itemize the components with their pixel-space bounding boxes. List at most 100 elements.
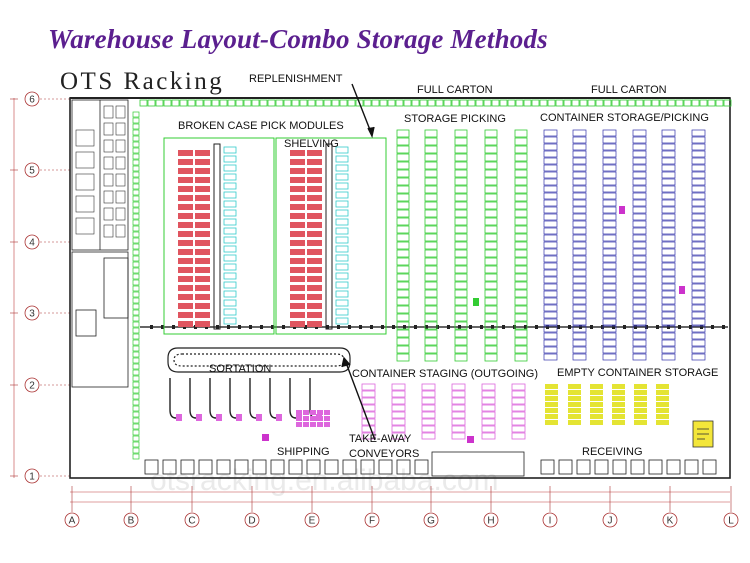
full-carton-bay: [484, 257, 498, 266]
empty-container-bay: [656, 396, 669, 401]
staging-bay: [391, 418, 406, 426]
sort-chute: [229, 378, 237, 419]
pick-shelf: [307, 177, 322, 183]
full-carton-bay: [514, 249, 528, 258]
conveyor-roller: [491, 325, 494, 329]
left-wall-rack: [132, 111, 140, 460]
full-carton-bay: [514, 129, 528, 138]
container-bay: [691, 269, 706, 277]
conveyor-roller: [469, 325, 472, 329]
conveyor-roller: [359, 325, 362, 329]
conveyor-segment: [523, 99, 532, 107]
pick-shelf: [290, 321, 305, 327]
full-carton-bay: [514, 281, 528, 290]
pick-shelf: [178, 150, 193, 156]
container-bay: [602, 143, 617, 151]
container-bay: [602, 346, 617, 354]
dimension-lines: [13, 98, 730, 503]
rack-bay: [132, 369, 140, 376]
container-bay: [661, 346, 676, 354]
container-bay: [602, 283, 617, 291]
conveyor-roller: [623, 325, 626, 329]
conveyor-roller: [304, 325, 307, 329]
rack-bay: [132, 447, 140, 454]
shelving-unit: [223, 245, 237, 253]
staging-bay: [421, 397, 436, 405]
full-carton-bay: [484, 313, 498, 322]
staging-bay: [451, 383, 466, 391]
pick-shelf: [195, 258, 210, 264]
full-carton-bay: [484, 185, 498, 194]
pick-shelf: [178, 240, 193, 246]
container-bay: [661, 213, 676, 221]
container-bay: [691, 283, 706, 291]
rack-bay: [132, 249, 140, 256]
rack-bay: [132, 177, 140, 184]
pick-shelf: [307, 276, 322, 282]
full-carton-bay: [484, 161, 498, 170]
pick-shelf: [307, 213, 322, 219]
conveyor-segment: [139, 99, 148, 107]
rack-bay: [132, 165, 140, 172]
full-carton-bay: [484, 249, 498, 258]
full-carton-bay: [484, 337, 498, 346]
dock-door: [306, 459, 321, 475]
conveyor-roller: [458, 325, 461, 329]
rack-bay: [132, 123, 140, 130]
conveyor-segment: [307, 99, 316, 107]
pick-shelf: [195, 213, 210, 219]
office-desks: [75, 105, 126, 238]
container-bay: [632, 143, 647, 151]
pick-shelf: [178, 312, 193, 318]
pick-shelf: [307, 231, 322, 237]
shipping-cart: [296, 410, 302, 415]
conveyor-segment: [347, 99, 356, 107]
full-carton-bay: [454, 145, 468, 154]
container-bay: [602, 304, 617, 312]
shelving-unit: [223, 164, 237, 172]
shelving-unit: [335, 308, 349, 316]
conveyor-roller: [403, 325, 406, 329]
container-bay: [602, 171, 617, 179]
column-bubble-label: J: [608, 516, 613, 527]
full-carton-bay: [514, 241, 528, 250]
conveyor-segment: [171, 99, 180, 107]
rack-bay: [132, 273, 140, 280]
conveyor-segment: [563, 99, 572, 107]
full-carton-bay: [454, 177, 468, 186]
receiving-label: RECEIVING: [582, 446, 643, 458]
container-bay: [543, 185, 558, 193]
rack-bay: [132, 381, 140, 388]
container-bay: [543, 297, 558, 305]
staging-bay: [451, 418, 466, 426]
full-carton-bay: [424, 137, 438, 146]
empty-container-bay: [590, 390, 603, 395]
shelving-unit: [335, 290, 349, 298]
pick-shelf: [290, 168, 305, 174]
dock-door: [198, 459, 213, 475]
container-bay: [661, 171, 676, 179]
full-carton-bay: [454, 225, 468, 234]
empty-container-bay: [590, 396, 603, 401]
conveyor-segment: [603, 99, 612, 107]
conveyor-segment: [675, 99, 684, 107]
conveyor-roller: [568, 325, 571, 329]
container-bay: [691, 185, 706, 193]
shelving-unit: [223, 182, 237, 190]
dock-office: [431, 451, 525, 477]
sort-tote: [196, 414, 202, 421]
staging-bay: [421, 404, 436, 412]
column-dimension-ticks: [71, 486, 732, 512]
container-bay: [632, 353, 647, 361]
empty-container-label: EMPTY CONTAINER STORAGE: [557, 367, 718, 379]
office-desk: [103, 105, 114, 119]
shipping-cart: [296, 416, 302, 421]
office-desk: [103, 122, 114, 136]
conveyor-roller: [172, 325, 175, 329]
pick-shelf: [195, 303, 210, 309]
shipping-cart: [324, 422, 330, 427]
conveyor-segment: [595, 99, 604, 107]
container-bay: [602, 339, 617, 347]
container-bay: [572, 227, 587, 235]
